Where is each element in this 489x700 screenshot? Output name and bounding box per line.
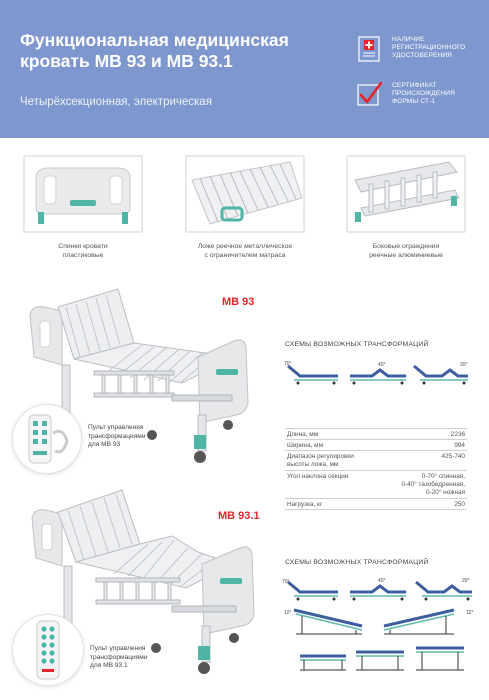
svg-text:12°: 12° <box>466 610 474 616</box>
schemes-title-mb931: СХЕМЫ ВОЗМОЖНЫХ ТРАНСФОРМАЦИЙ <box>285 559 429 566</box>
remote-mb93-circle <box>12 404 82 474</box>
svg-text:20°: 20° <box>462 578 470 584</box>
caption-line: пластиковые <box>62 252 104 259</box>
model-label-mb931: МВ 93.1 <box>218 510 260 522</box>
spec-key-line: Диапазон регулировки <box>287 453 354 460</box>
page-title: Функциональная медицинская кровать МВ 93… <box>20 30 320 72</box>
scheme-backrest: 70° <box>284 361 338 385</box>
document-cross-icon <box>358 36 380 62</box>
headboard-image <box>23 155 143 233</box>
spec-value: 425-740 <box>441 453 465 460</box>
spec-key: Ширина, мм <box>287 442 323 449</box>
caption-line: Боковые ограждения <box>372 243 440 250</box>
subtitle: Четырёхсекционная, электрическая <box>20 96 212 108</box>
remote-control-icon <box>36 620 60 680</box>
title-line-1: Функциональная медицинская <box>20 30 289 50</box>
svg-text:70°: 70° <box>284 361 292 367</box>
transformation-schemes-mb931: 70° 40° 20° 12° 12° <box>282 578 474 671</box>
bed-mb931-image <box>31 489 255 674</box>
spec-key: Диапазон регулировки высоты ложа, мм <box>287 453 379 469</box>
caption-line: для МВ 93.1 <box>90 662 128 669</box>
scheme-backrest: 70° <box>282 579 338 601</box>
remote-mb93-caption: Пульт управления трансформациями для МВ … <box>88 424 146 450</box>
checkmark-certificate-icon <box>357 82 382 106</box>
remote-mb931-circle <box>12 614 84 686</box>
spec-value: 2236 <box>450 431 465 438</box>
model-label-mb93: МВ 93 <box>222 296 255 308</box>
caption-line: трансформациями <box>90 653 148 661</box>
remote-mb931-caption: Пульт управления трансформациями для МВ … <box>90 645 148 671</box>
scheme-height-low <box>300 654 346 671</box>
spec-key: Угол наклона секции <box>287 473 349 480</box>
caption-line: Спинки кровати <box>58 243 108 250</box>
svg-text:20°: 20° <box>460 362 468 368</box>
spec-row: Длина, мм 2236 <box>285 428 467 439</box>
spec-row: Угол наклона секции 0-70° спинная, 0-40°… <box>285 470 467 498</box>
svg-text:40°: 40° <box>378 578 386 584</box>
caption-line: с ограничителем матраса <box>204 252 286 259</box>
spec-value: 250 <box>454 501 465 508</box>
spec-key-line: высоты ложа, мм <box>287 461 339 468</box>
spec-key: Нагрузка, кг <box>287 501 323 508</box>
header-banner: Функциональная медицинская кровать МВ 93… <box>0 0 489 138</box>
remote-control-icon <box>28 414 69 464</box>
caption-line: Пульт управления <box>90 645 146 652</box>
spec-value-line: 0-20° ножная <box>426 489 465 496</box>
certificate-text: Сертификат происхождения формы СТ-1 <box>392 82 455 105</box>
registration-text: Наличие регистрационного удостоверения <box>392 36 466 59</box>
scheme-knee: 40° <box>350 362 406 385</box>
spec-value: 994 <box>454 442 465 449</box>
spec-value: 0-70° спинная, 0-40° тазобедренная, 0-20… <box>375 473 465 497</box>
svg-text:40°: 40° <box>378 362 386 368</box>
scheme-combined: 20° <box>415 578 472 601</box>
scheme-reverse-trendelenburg: 12° <box>383 608 474 635</box>
spec-row: Диапазон регулировки высоты ложа, мм 425… <box>285 450 467 470</box>
svg-text:12°: 12° <box>284 610 292 616</box>
schemes-title-mb93: СХЕМЫ ВОЗМОЖНЫХ ТРАНСФОРМАЦИЙ <box>285 341 429 348</box>
caption-line: Пульт управления <box>88 424 144 431</box>
side-rails-image <box>346 155 466 233</box>
spec-value-line: 0-70° спинная, <box>421 473 465 480</box>
spec-row: Нагрузка, кг 250 <box>285 498 467 510</box>
transformation-schemes-mb93: 70° 40° 20° <box>284 361 468 385</box>
spec-key: Длина, мм <box>287 431 319 438</box>
scheme-knee: 40° <box>350 578 406 601</box>
scheme-height-mid <box>356 650 404 671</box>
bed-mb93-image <box>29 288 249 463</box>
feature-caption: Спинки кровати пластиковые <box>8 242 158 260</box>
caption-line: для МВ 93 <box>88 441 121 448</box>
slatted-frame-image <box>185 155 305 233</box>
feature-caption: Боковые ограждения реечные алюминиевые <box>331 242 481 260</box>
spec-table: Длина, мм 2236 Ширина, мм 994 Диапазон р… <box>285 428 467 510</box>
scheme-height-high <box>416 646 464 671</box>
scheme-trendelenburg: 12° <box>284 608 363 635</box>
spec-row: Ширина, мм 994 <box>285 439 467 450</box>
caption-line: Ложе реечное металлическое <box>197 243 293 250</box>
caption-line: реечные алюминиевые <box>369 252 443 259</box>
spec-value-line: 0-40° тазобедренная, <box>401 481 465 488</box>
feature-caption: Ложе реечное металлическое с ограничител… <box>170 242 320 260</box>
scheme-combined: 20° <box>413 362 468 385</box>
caption-line: трансформациями <box>88 432 146 440</box>
svg-text:70°: 70° <box>282 579 290 585</box>
title-line-2: кровать МВ 93 и МВ 93.1 <box>20 51 233 71</box>
